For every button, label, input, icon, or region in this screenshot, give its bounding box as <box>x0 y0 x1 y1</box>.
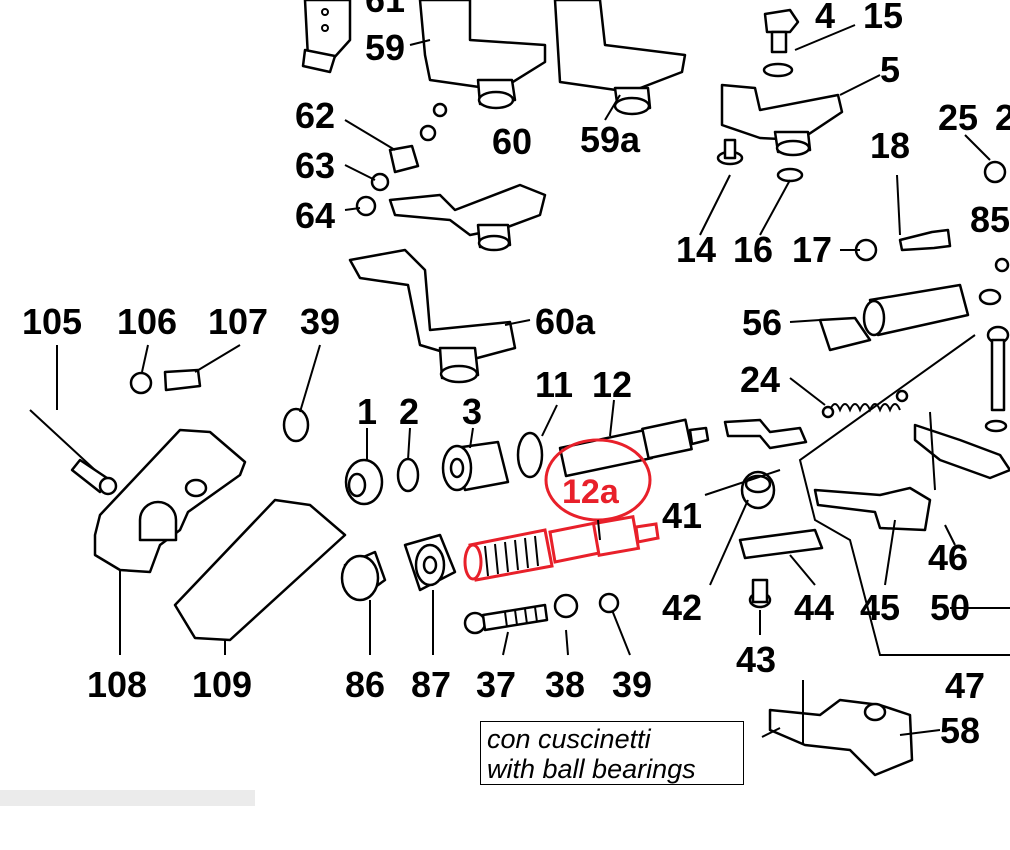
part-41-spring-clip <box>723 418 808 450</box>
part-43-screw <box>748 578 772 609</box>
callout-56: 56 <box>742 302 782 343</box>
callout-58: 58 <box>940 710 980 751</box>
callout-15: 15 <box>863 0 903 36</box>
callout-18: 18 <box>870 125 910 166</box>
callout-4: 4 <box>815 0 835 36</box>
part-60a-bracket <box>348 248 517 384</box>
ball-bearings-note: con cuscinetti with ball bearings <box>480 721 744 785</box>
callout-85: 85 <box>970 199 1010 240</box>
part-14-screw <box>716 138 744 166</box>
callout-11: 11 <box>535 364 573 405</box>
part-107-screw <box>163 368 202 392</box>
callout-63: 63 <box>295 145 335 186</box>
note-line-italian: con cuscinetti <box>487 724 651 754</box>
callout-37: 37 <box>476 664 516 705</box>
callout-14: 14 <box>676 229 716 270</box>
callout-12a-highlighted: 12a <box>562 473 620 511</box>
part-rod-right <box>984 325 1010 433</box>
callout-12: 12 <box>592 364 632 405</box>
part-3-bushing <box>441 440 510 492</box>
callout-44: 44 <box>794 587 834 628</box>
callout-61: 61 <box>365 0 405 20</box>
part-18-screw <box>898 228 952 252</box>
callout-38: 38 <box>545 664 585 705</box>
callout-5: 5 <box>880 49 900 90</box>
part-45-lever <box>813 486 932 532</box>
part-56-solenoid <box>818 283 1002 352</box>
part-24-spring <box>821 389 909 419</box>
part-59a-bracket <box>553 0 687 116</box>
callout-42: 42 <box>662 587 702 628</box>
callout-39-bottom: 39 <box>612 664 652 705</box>
part-62-block <box>388 102 448 174</box>
note-line-english: with ball bearings <box>487 754 696 784</box>
part-12-shaft <box>558 418 710 478</box>
part-105-rivet <box>29 409 118 496</box>
callout-24: 24 <box>740 359 780 400</box>
part-12a-shaft-highlighted <box>463 515 660 582</box>
callout-3: 3 <box>462 391 482 432</box>
callout-109: 109 <box>192 664 252 705</box>
part-37-bolt <box>463 603 549 635</box>
callout-25: 25 <box>938 97 978 138</box>
part-5-bracket <box>720 83 844 157</box>
callout-107: 107 <box>208 301 268 342</box>
callout-50: 50 <box>930 587 970 628</box>
callout-16: 16 <box>733 229 773 270</box>
part-39-washer-top <box>282 407 310 443</box>
callout-106: 106 <box>117 301 177 342</box>
scroll-strip <box>0 790 255 806</box>
callout-62: 62 <box>295 95 335 136</box>
callout-2-right: 2 <box>995 97 1010 138</box>
callout-46: 46 <box>928 537 968 578</box>
part-108-bracket <box>93 428 247 574</box>
part-15-washer <box>762 62 794 78</box>
callout-59a: 59a <box>580 119 641 160</box>
callout-17: 17 <box>792 229 832 270</box>
part-11-washer <box>516 431 544 479</box>
part-16-washer <box>776 167 804 183</box>
part-44-plate <box>738 528 824 560</box>
part-109-plate <box>173 498 347 642</box>
callout-86: 86 <box>345 664 385 705</box>
part-60-bracket <box>388 183 547 252</box>
callout-43: 43 <box>736 639 776 680</box>
callout-87: 87 <box>411 664 451 705</box>
callout-39-top: 39 <box>300 301 340 342</box>
part-39-nut <box>598 592 620 614</box>
callout-2: 2 <box>399 391 419 432</box>
part-1-nut <box>344 458 384 506</box>
callout-60a: 60a <box>535 301 596 342</box>
part-59-bracket <box>418 0 547 110</box>
part-58-assembly <box>768 680 914 777</box>
callout-108: 108 <box>87 664 147 705</box>
part-61-bracket <box>301 0 352 74</box>
part-25-nut <box>983 160 1007 184</box>
part-2-washer <box>396 457 420 493</box>
part-4-bolt <box>763 8 800 54</box>
part-86-cap-nut <box>340 550 387 602</box>
part-38-nut <box>553 593 579 619</box>
part-87-nut <box>403 533 457 592</box>
part-106-nut <box>129 371 153 395</box>
callout-59: 59 <box>365 27 405 68</box>
callout-41: 41 <box>662 495 702 536</box>
callout-45: 45 <box>860 587 900 628</box>
callout-64: 64 <box>295 195 335 236</box>
part-63-washer <box>370 172 390 192</box>
part-85-nut <box>994 257 1010 273</box>
part-46-lever-assembly <box>913 411 1010 491</box>
part-64-nut <box>355 195 377 217</box>
callout-47: 47 <box>945 665 985 706</box>
callout-105: 105 <box>22 301 82 342</box>
callout-1: 1 <box>357 391 377 432</box>
callout-60: 60 <box>492 121 532 162</box>
